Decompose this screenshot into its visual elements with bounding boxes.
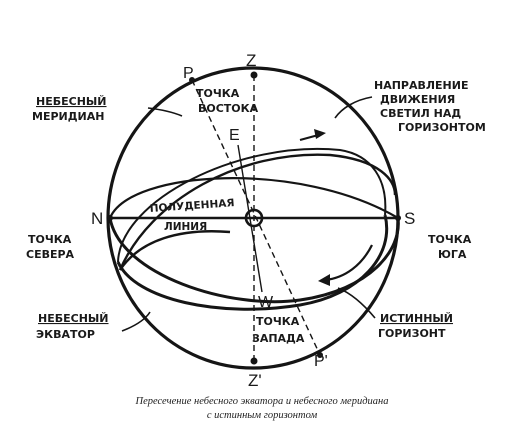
label-south-point-2: ЮГА: [438, 248, 467, 261]
label-zenith: Z: [246, 51, 256, 70]
label-noon-line-1: ПОЛУДЕННАЯ: [149, 197, 234, 215]
label-equator-1: НЕБЕСНЫЙ: [38, 312, 109, 325]
east-west-axis: [237, 144, 263, 293]
label-meridian-1: НЕБЕСНЫЙ: [36, 95, 107, 108]
celestial-meridian-back: [119, 230, 231, 271]
label-south-point-1: ТОЧКА: [428, 233, 472, 246]
motion-leader: [334, 96, 373, 119]
pole-south-marker: [317, 352, 323, 358]
true-horizon-front: [108, 217, 400, 304]
label-west-point-2: ЗАПАДА: [252, 332, 305, 345]
meridian-leader: [147, 107, 183, 117]
label-east-point-1: ТОЧКА: [196, 87, 240, 100]
label-north-point-2: СЕВЕРА: [26, 248, 75, 261]
label-north: N: [91, 209, 103, 228]
label-noon-line-2: ЛИНИЯ: [164, 221, 207, 233]
pole-north-marker: [189, 77, 195, 83]
label-west-point-1: ТОЧКА: [256, 315, 300, 328]
horizon-leader: [337, 287, 376, 319]
label-motion-3: СВЕТИЛ НАД: [380, 107, 461, 120]
label-pole-north: P: [183, 65, 194, 82]
motion-arrowhead-top: [314, 129, 326, 139]
north-marker: [107, 215, 113, 221]
label-east: E: [229, 127, 240, 144]
polar-axis: [191, 79, 321, 356]
label-equator-2: ЭКВАТОР: [36, 328, 95, 341]
label-motion-4: ГОРИЗОНТОМ: [398, 121, 486, 134]
label-meridian-2: МЕРИДИАН: [32, 110, 104, 123]
label-pole-south: P': [314, 353, 328, 370]
label-motion-2: ДВИЖЕНИЯ: [380, 93, 455, 106]
true-horizon-back: [108, 177, 399, 219]
label-east-point-2: ВОСТОКА: [198, 102, 259, 115]
label-north-point-1: ТОЧКА: [28, 233, 72, 246]
label-south: S: [404, 209, 415, 228]
caption-line-1: Пересечение небесного экватора и небесно…: [135, 396, 389, 407]
celestial-equator-front: [116, 214, 389, 311]
label-horizon-2: ГОРИЗОНТ: [378, 327, 446, 340]
nadir-marker: [250, 357, 258, 365]
celestial-meridian-circle: [118, 153, 397, 271]
motion-arrowhead-right: [318, 274, 330, 286]
caption-line-2: с истинным горизонтом: [207, 410, 318, 421]
observer-point: [244, 208, 264, 228]
label-horizon-1: ИСТИННЫЙ: [380, 312, 453, 325]
label-west: W: [258, 294, 274, 311]
label-nadir: Z': [248, 371, 262, 390]
label-motion-1: НАПРАВЛЕНИЕ: [374, 79, 468, 92]
zenith-marker: [250, 71, 258, 79]
equator-leader: [121, 311, 151, 332]
south-marker: [395, 215, 401, 221]
